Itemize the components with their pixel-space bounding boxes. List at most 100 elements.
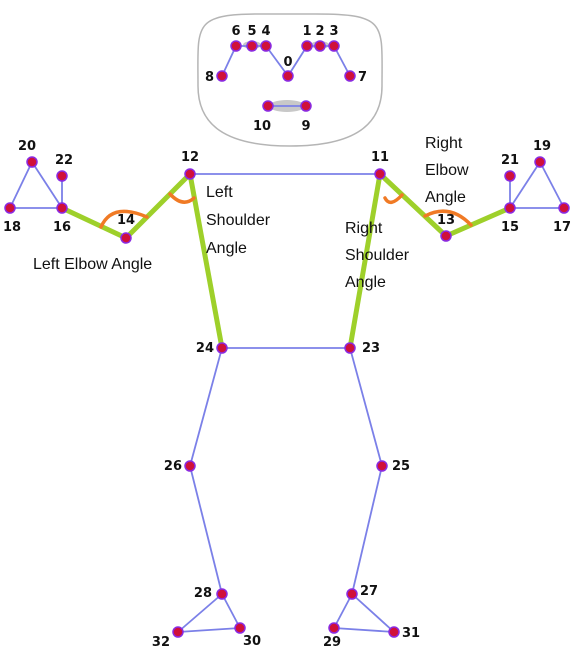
keypoint-4 bbox=[260, 40, 272, 52]
bone-28-32 bbox=[177, 593, 223, 633]
keypoint-24 bbox=[216, 342, 228, 354]
keypoint-30 bbox=[234, 622, 246, 634]
bone-24-26 bbox=[189, 347, 223, 467]
bone-23-25 bbox=[349, 347, 383, 467]
keypoint-label-0: 0 bbox=[283, 55, 292, 70]
keypoint-label-32: 32 bbox=[152, 635, 170, 650]
keypoint-label-16: 16 bbox=[53, 220, 71, 235]
bone-29-31 bbox=[333, 627, 395, 633]
keypoint-label-8: 8 bbox=[205, 70, 214, 85]
keypoint-label-21: 21 bbox=[501, 153, 519, 168]
keypoint-17 bbox=[558, 202, 570, 214]
right-elbow-label-line-3: Angle bbox=[425, 189, 466, 206]
keypoint-11 bbox=[374, 168, 386, 180]
keypoint-label-7: 7 bbox=[358, 70, 367, 85]
hl-11-13 bbox=[377, 171, 449, 239]
bone-16-20 bbox=[31, 161, 63, 209]
keypoint-label-13: 13 bbox=[437, 213, 455, 228]
keypoint-0 bbox=[282, 70, 294, 82]
keypoint-7 bbox=[344, 70, 356, 82]
keypoint-label-4: 4 bbox=[261, 24, 270, 39]
keypoint-32 bbox=[172, 626, 184, 638]
keypoint-label-26: 26 bbox=[164, 459, 182, 474]
keypoint-9 bbox=[300, 100, 312, 112]
keypoint-21 bbox=[504, 170, 516, 182]
right-elbow-angle-arc bbox=[423, 209, 473, 227]
keypoint-22 bbox=[56, 170, 68, 182]
keypoint-label-29: 29 bbox=[323, 635, 341, 650]
keypoint-label-25: 25 bbox=[392, 459, 410, 474]
keypoint-2 bbox=[314, 40, 326, 52]
right-shoulder-label-line-3: Angle bbox=[345, 274, 386, 291]
right-elbow-label-line-1: Right bbox=[425, 135, 463, 152]
keypoint-label-2: 2 bbox=[315, 24, 324, 39]
keypoint-label-28: 28 bbox=[194, 586, 212, 601]
keypoint-3 bbox=[328, 40, 340, 52]
bone-28-30 bbox=[221, 593, 241, 629]
left-shoulder-label-line-2: Shoulder bbox=[206, 212, 271, 229]
keypoint-18 bbox=[4, 202, 16, 214]
keypoint-label-22: 22 bbox=[55, 153, 73, 168]
keypoint-label-6: 6 bbox=[231, 24, 240, 39]
keypoint-label-1: 1 bbox=[302, 24, 311, 39]
angle-arcs bbox=[99, 192, 473, 229]
left-shoulder-label-line-3: Angle bbox=[206, 240, 247, 257]
keypoint-1 bbox=[301, 40, 313, 52]
right-shoulder-label-line-1: Right bbox=[345, 220, 383, 237]
keypoint-label-14: 14 bbox=[117, 213, 135, 228]
right-shoulder-angle-arc bbox=[383, 193, 404, 205]
keypoint-label-18: 18 bbox=[3, 220, 21, 235]
keypoint-label-31: 31 bbox=[402, 626, 420, 641]
bone-15-19 bbox=[509, 161, 541, 209]
right-elbow-angle-label: Right Elbow Angle bbox=[425, 135, 473, 206]
keypoint-27 bbox=[346, 588, 358, 600]
bone-25-27 bbox=[351, 465, 383, 595]
keypoint-12 bbox=[184, 168, 196, 180]
keypoint-15 bbox=[504, 202, 516, 214]
keypoint-label-30: 30 bbox=[243, 634, 261, 649]
keypoint-14 bbox=[120, 232, 132, 244]
hl-16-14 bbox=[59, 205, 129, 241]
hl-13-15 bbox=[443, 205, 513, 239]
left-shoulder-label-line-1: Left bbox=[206, 184, 233, 201]
highlighted-limbs bbox=[59, 171, 513, 351]
bone-32-30 bbox=[177, 627, 241, 633]
keypoint-10 bbox=[262, 100, 274, 112]
keypoint-label-19: 19 bbox=[533, 139, 551, 154]
keypoint-6 bbox=[230, 40, 242, 52]
keypoint-label-17: 17 bbox=[553, 220, 571, 235]
hl-12-24 bbox=[187, 171, 225, 351]
angle-annotations: Left Elbow Angle Left Shoulder Angle Rig… bbox=[33, 135, 473, 291]
bone-17-19 bbox=[539, 161, 565, 209]
keypoint-markers bbox=[4, 40, 570, 638]
keypoint-label-27: 27 bbox=[360, 584, 378, 599]
right-elbow-label-line-2: Elbow bbox=[425, 162, 469, 179]
keypoint-25 bbox=[376, 460, 388, 472]
bone-27-29 bbox=[333, 593, 353, 629]
keypoint-label-11: 11 bbox=[371, 150, 389, 165]
hl-11-23 bbox=[347, 171, 383, 351]
keypoint-label-10: 10 bbox=[253, 119, 271, 134]
keypoint-16 bbox=[56, 202, 68, 214]
right-shoulder-label-line-2: Shoulder bbox=[345, 247, 410, 264]
keypoint-label-9: 9 bbox=[301, 119, 310, 134]
keypoint-5 bbox=[246, 40, 258, 52]
hl-14-12 bbox=[123, 171, 193, 241]
bone-27-31 bbox=[351, 593, 395, 633]
keypoint-label-20: 20 bbox=[18, 139, 36, 154]
keypoint-26 bbox=[184, 460, 196, 472]
keypoint-13 bbox=[440, 230, 452, 242]
bone-0-1 bbox=[287, 45, 308, 77]
keypoint-label-24: 24 bbox=[196, 341, 214, 356]
left-shoulder-angle-label: Left Shoulder Angle bbox=[206, 184, 275, 257]
keypoint-label-5: 5 bbox=[247, 24, 256, 39]
keypoint-label-23: 23 bbox=[362, 341, 380, 356]
keypoint-label-3: 3 bbox=[329, 24, 338, 39]
keypoint-20 bbox=[26, 156, 38, 168]
left-elbow-angle-arc bbox=[99, 209, 149, 229]
keypoint-29 bbox=[328, 622, 340, 634]
left-shoulder-angle-arc bbox=[168, 192, 196, 204]
bone-4-0 bbox=[265, 45, 289, 77]
